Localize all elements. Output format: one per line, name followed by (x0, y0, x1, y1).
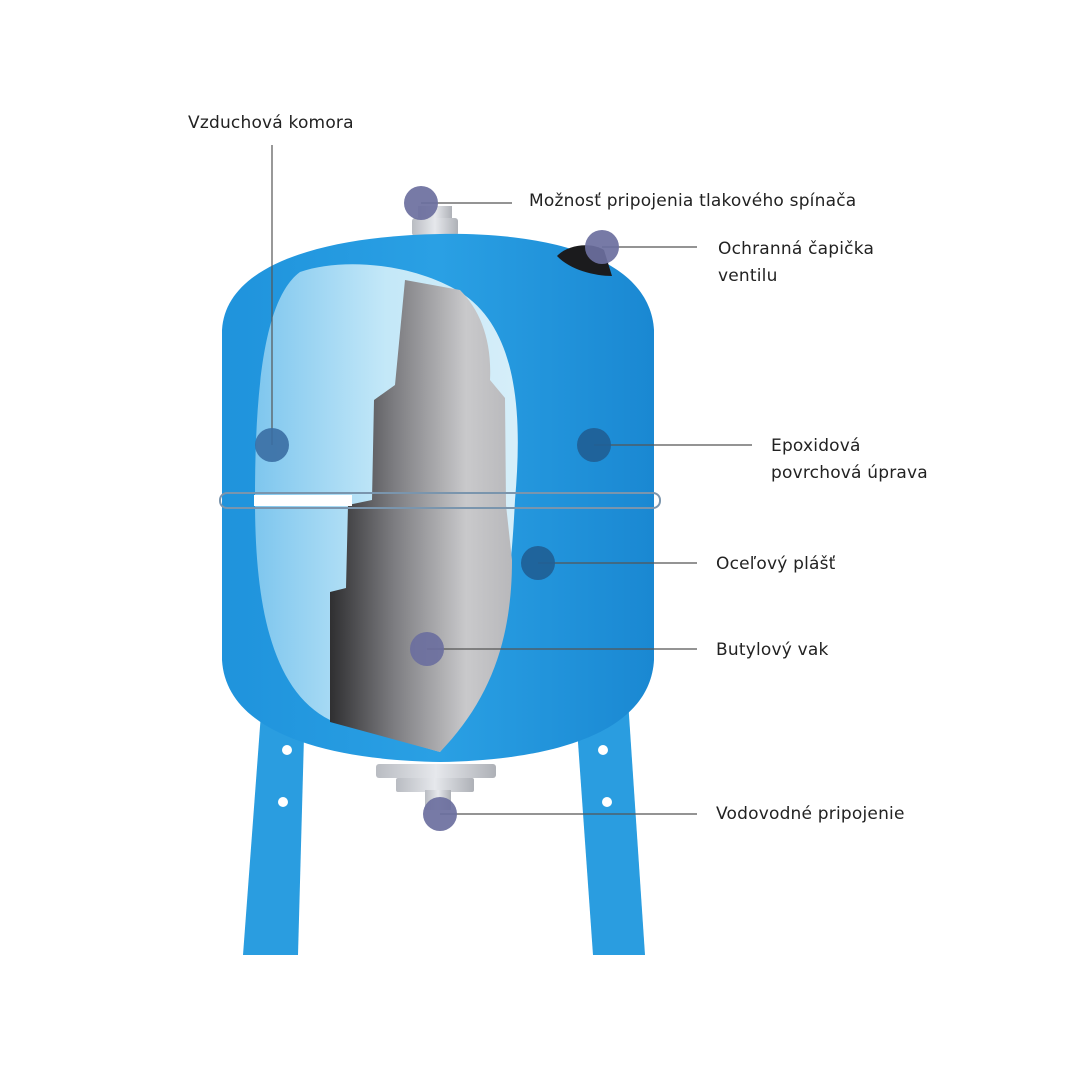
marker-valve-cap (585, 230, 619, 264)
marker-butyl-bag (410, 632, 444, 666)
leg-hole (598, 745, 608, 755)
marker-water-connection (423, 797, 457, 831)
callout-markers (255, 186, 619, 831)
label-water-connection: Vodovodné pripojenie (716, 804, 905, 824)
marker-steel-shell (521, 546, 555, 580)
label-air-chamber: Vzduchová komora (188, 113, 354, 133)
leg-hole (602, 797, 612, 807)
tank-legs (243, 700, 645, 955)
label-pressure-switch: Možnosť pripojenia tlakového spínača (529, 191, 857, 211)
right-leg (575, 700, 645, 955)
leg-hole (282, 745, 292, 755)
leg-hole (278, 797, 288, 807)
marker-pressure-switch (404, 186, 438, 220)
label-epoxy: Epoxidová povrchová úprava (771, 436, 928, 483)
label-butyl-bag: Butylový vak (716, 640, 829, 660)
weld-seam (219, 492, 661, 509)
left-leg (243, 700, 305, 955)
leader-lines (271, 145, 752, 815)
marker-air-chamber (255, 428, 289, 462)
label-steel-shell: Oceľový plášť (716, 554, 836, 574)
marker-epoxy (577, 428, 611, 462)
label-valve-cap: Ochranná čapička ventilu (718, 239, 875, 286)
butyl-bag-shape (330, 280, 512, 752)
